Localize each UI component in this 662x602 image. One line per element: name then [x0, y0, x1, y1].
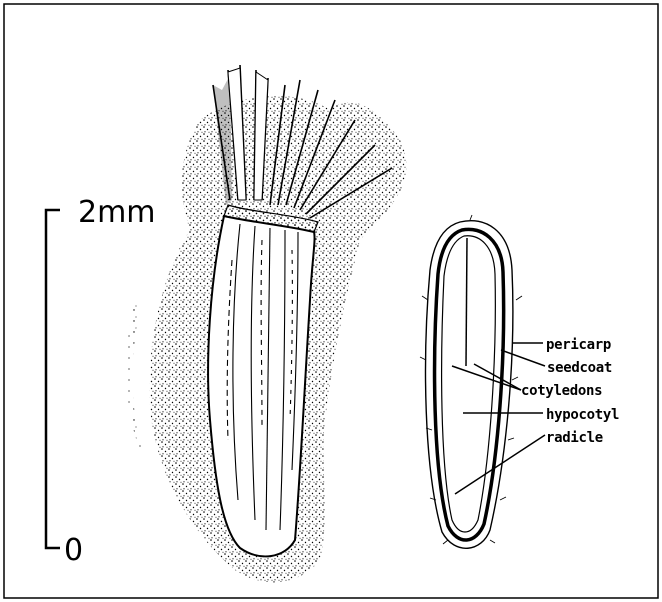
scale-label-2mm: 2mm [78, 195, 156, 230]
achene-shadow-left [127, 300, 150, 470]
scale-bar: 2mm 0 [46, 195, 156, 568]
label-seed-coat: seedcoat [547, 360, 612, 376]
label-radicle: radicle [546, 430, 603, 446]
achene-drawing [127, 65, 407, 582]
label-hypocotyl: hypocotyl [546, 407, 619, 423]
label-pericarp: pericarp [546, 337, 611, 353]
scale-bar-line [46, 210, 60, 548]
label-cotyledons: cotyledons [521, 383, 602, 399]
cotyledon-split [466, 238, 467, 366]
scale-label-0: 0 [64, 533, 83, 568]
